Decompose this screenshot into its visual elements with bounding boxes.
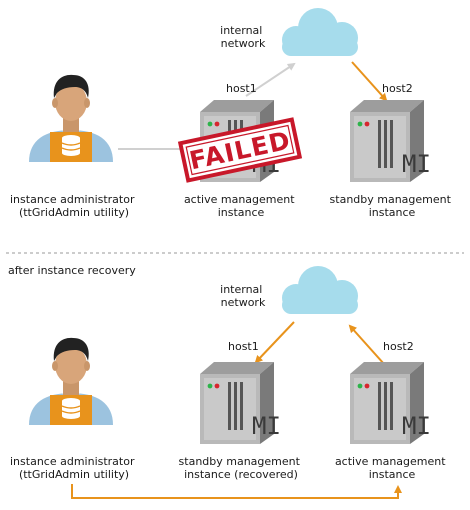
host2-label: host2	[382, 82, 413, 95]
failed-stamp: FAILED	[177, 117, 303, 183]
top-section: internal network instance administrator …	[10, 8, 455, 219]
active-label: active management instance	[184, 193, 298, 219]
network-to-host2-arrow	[351, 61, 388, 102]
bottom-section: after instance recovery internal network…	[8, 264, 449, 499]
network-label: internal network	[220, 283, 266, 309]
host2-to-network-arrow	[348, 324, 385, 365]
network-label: internal network	[220, 24, 266, 50]
admin-label: instance administrator (ttGridAdmin util…	[10, 193, 138, 219]
admin-person-icon	[28, 74, 114, 163]
standby-label: standby management instance (recovered)	[179, 455, 304, 481]
network-cloud-icon	[282, 8, 358, 56]
standby-server-icon: MI	[350, 100, 431, 182]
standby-server-icon: MI	[200, 362, 281, 444]
network-to-host1-arrow	[254, 321, 295, 364]
host2-label: host2	[383, 340, 414, 353]
section-title: after instance recovery	[8, 264, 136, 277]
network-cloud-icon	[282, 266, 358, 314]
admin-label: instance administrator (ttGridAdmin util…	[10, 455, 138, 481]
server-badge: MI	[252, 412, 281, 440]
host1-label: host1	[228, 340, 259, 353]
active-server-icon: MI	[350, 362, 431, 444]
admin-person-icon	[28, 337, 114, 426]
admin-to-active-connector	[71, 484, 402, 499]
standby-label: standby management instance	[330, 193, 455, 219]
host1-to-network-arrow	[245, 62, 296, 97]
server-badge: MI	[402, 150, 431, 178]
server-badge: MI	[402, 412, 431, 440]
host1-label: host1	[226, 82, 257, 95]
active-label: active management instance	[335, 455, 449, 481]
